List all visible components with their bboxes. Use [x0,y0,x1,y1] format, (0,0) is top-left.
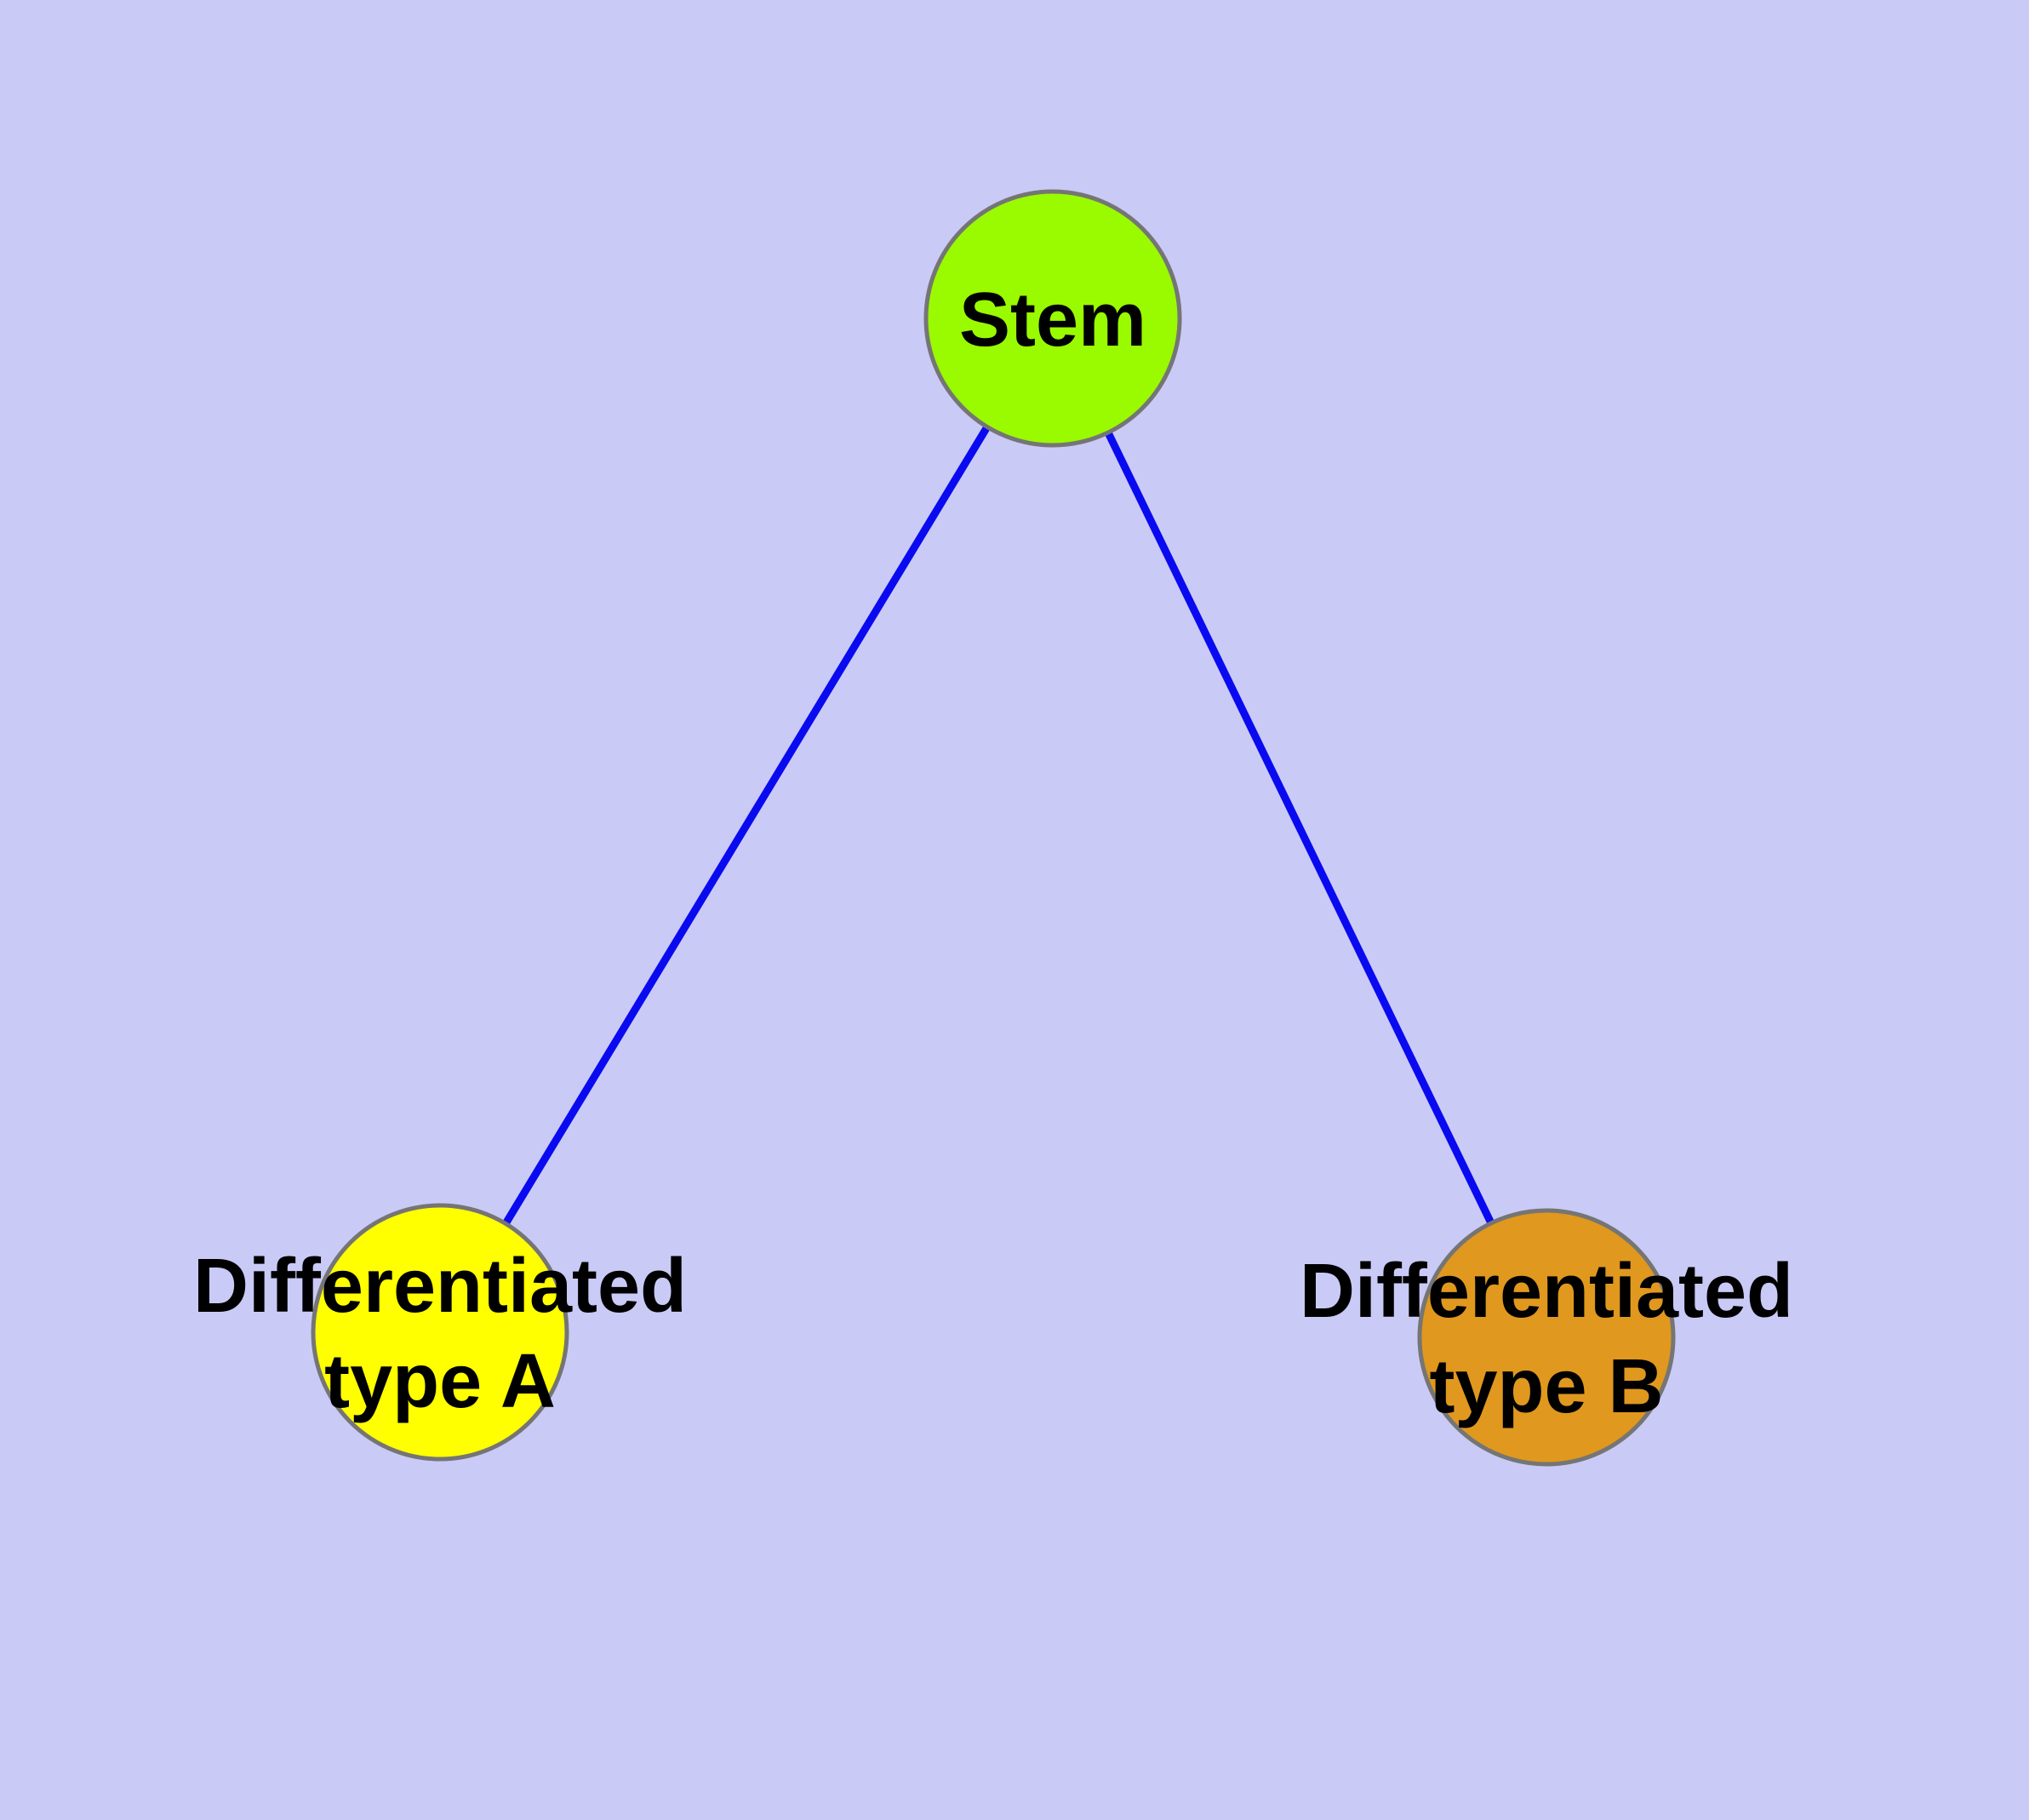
node-type-b-label-line2: type B [1429,1344,1663,1429]
node-type-b-circle [1417,1208,1676,1467]
node-type-b-label-line1: Differentiated [1300,1249,1793,1334]
node-type-a-circle [311,1203,569,1462]
edge-stem-to-type-a [437,316,1056,1335]
node-type-a-label-line1: Differentiated [193,1244,687,1329]
node-type-a-label-line2: type A [324,1339,556,1424]
node-stem-label: Stem [959,278,1146,363]
node-stem-circle [923,189,1182,448]
edge-stem-to-type-b [1049,317,1551,1339]
